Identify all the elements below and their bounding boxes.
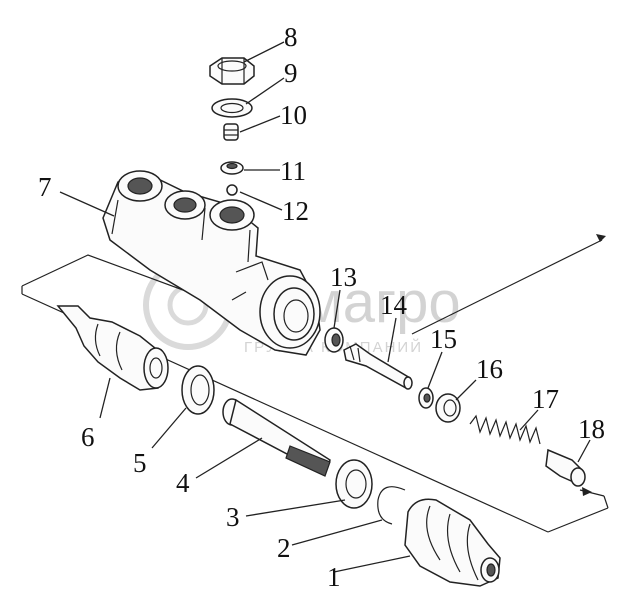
part-6-boot (56, 305, 169, 391)
part-4-rod (222, 398, 331, 477)
callout-14: 14 (380, 290, 408, 320)
part-3-washer (335, 459, 373, 509)
callout-2: 2 (277, 533, 291, 563)
callout-12: 12 (282, 196, 309, 226)
callout-4: 4 (176, 468, 190, 498)
part-18-sleeve (545, 448, 586, 487)
part-11-seat (220, 161, 244, 175)
leader-lines (59, 41, 591, 573)
callout-13: 13 (330, 262, 357, 292)
callout-18: 18 (578, 414, 605, 444)
callout-5: 5 (133, 448, 147, 478)
callout-3: 3 (226, 502, 240, 532)
part-2-snap-ring (377, 486, 406, 525)
callout-15: 15 (430, 324, 457, 354)
part-10-fitting (223, 123, 239, 141)
part-5-ring (181, 365, 215, 415)
part-15-small-washer (418, 387, 434, 409)
callout-16: 16 (476, 354, 503, 384)
callout-11: 11 (280, 156, 306, 186)
arrow-icon (596, 234, 606, 242)
callout-labels: 1 2 3 4 5 6 7 8 9 10 11 12 13 14 15 16 1… (38, 22, 605, 592)
callout-8: 8 (284, 22, 298, 52)
part-14-pushrod (343, 343, 413, 390)
part-12-ball (226, 184, 238, 196)
callout-6: 6 (81, 422, 95, 452)
callout-9: 9 (284, 58, 298, 88)
callout-7: 7 (38, 172, 52, 202)
part-16-retainer (435, 393, 461, 423)
callout-17: 17 (532, 384, 559, 414)
arrow-icon (582, 487, 592, 496)
part-13-cup (324, 327, 344, 353)
part-7-body (102, 170, 321, 356)
part-17-spring (469, 414, 541, 445)
callout-10: 10 (280, 100, 307, 130)
part-9-washer (211, 98, 253, 118)
callout-1: 1 (327, 562, 341, 592)
part-8-nut (209, 57, 255, 85)
part-1-dust-boot (404, 498, 501, 587)
